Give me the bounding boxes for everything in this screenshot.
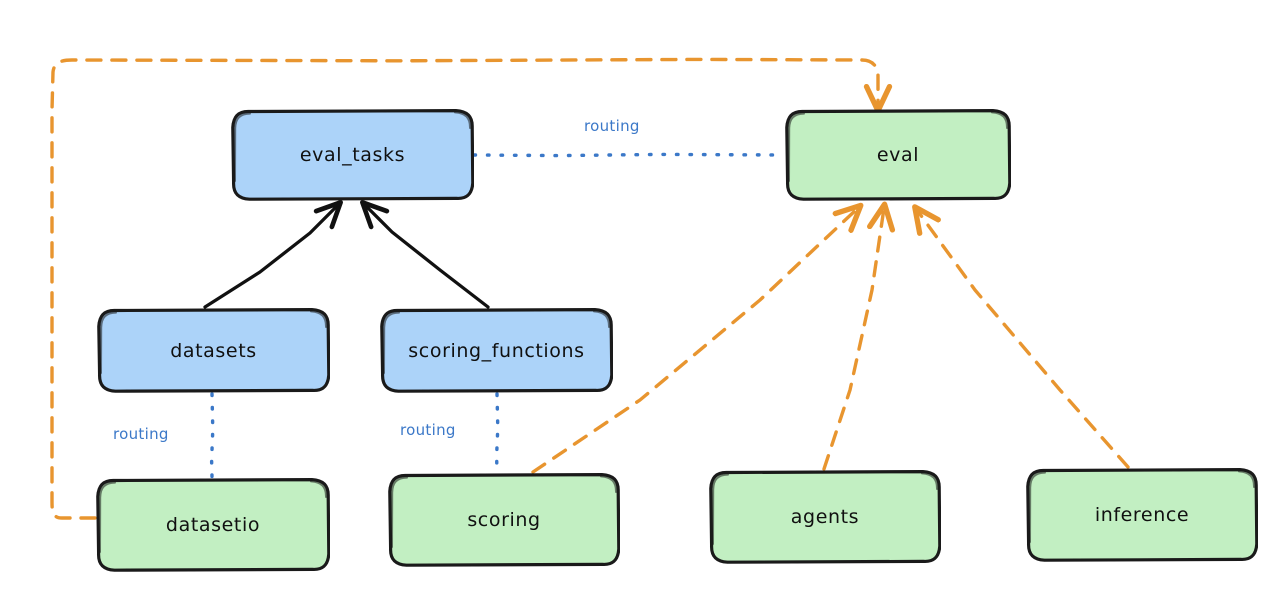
edge-label-routing-eval: routing [581,117,643,135]
node-eval-label: eval [876,144,920,166]
edge-inference-to-eval-dependency [917,210,1130,469]
edge-agents-to-eval-dependency [822,208,884,471]
node-agents[interactable]: agents [709,470,941,564]
node-scoring-functions-label: scoring_functions [408,339,585,362]
node-eval[interactable]: eval [785,109,1011,201]
edge-scoring-functions-to-eval-tasks [360,200,490,309]
edge-eval-tasks-to-eval-routing [472,152,786,158]
edge-label-routing-datasetio: routing [110,425,172,443]
node-agents-label: agents [790,506,860,528]
node-scoring-functions[interactable]: scoring_functions [380,308,613,393]
node-datasets-label: datasets [170,339,257,362]
node-inference-label: inference [1094,504,1190,526]
node-eval-tasks-shape [231,109,474,201]
node-scoring[interactable]: scoring [388,473,620,567]
node-datasets-shape [97,308,330,393]
node-eval-shape [785,109,1011,201]
node-agents-shape [709,470,941,564]
edge-scoring-functions-to-scoring-routing [494,392,500,474]
node-inference-shape [1026,468,1258,562]
node-datasets[interactable]: datasets [97,308,330,393]
node-scoring-shape [388,473,620,567]
node-eval-tasks-label: eval_tasks [299,144,406,166]
node-datasetio-shape [96,478,330,572]
edge-datasets-to-datasetio-routing [209,392,215,479]
node-scoring-label: scoring [467,509,541,531]
edge-datasets-to-eval-tasks [203,200,343,309]
node-datasetio[interactable]: datasetio [96,478,330,572]
node-datasetio-label: datasetio [165,514,261,536]
node-scoring-functions-shape [380,308,613,393]
node-eval-tasks[interactable]: eval_tasks [231,109,474,201]
edge-label-routing-scoring: routing [397,421,459,439]
node-inference[interactable]: inference [1026,468,1258,562]
